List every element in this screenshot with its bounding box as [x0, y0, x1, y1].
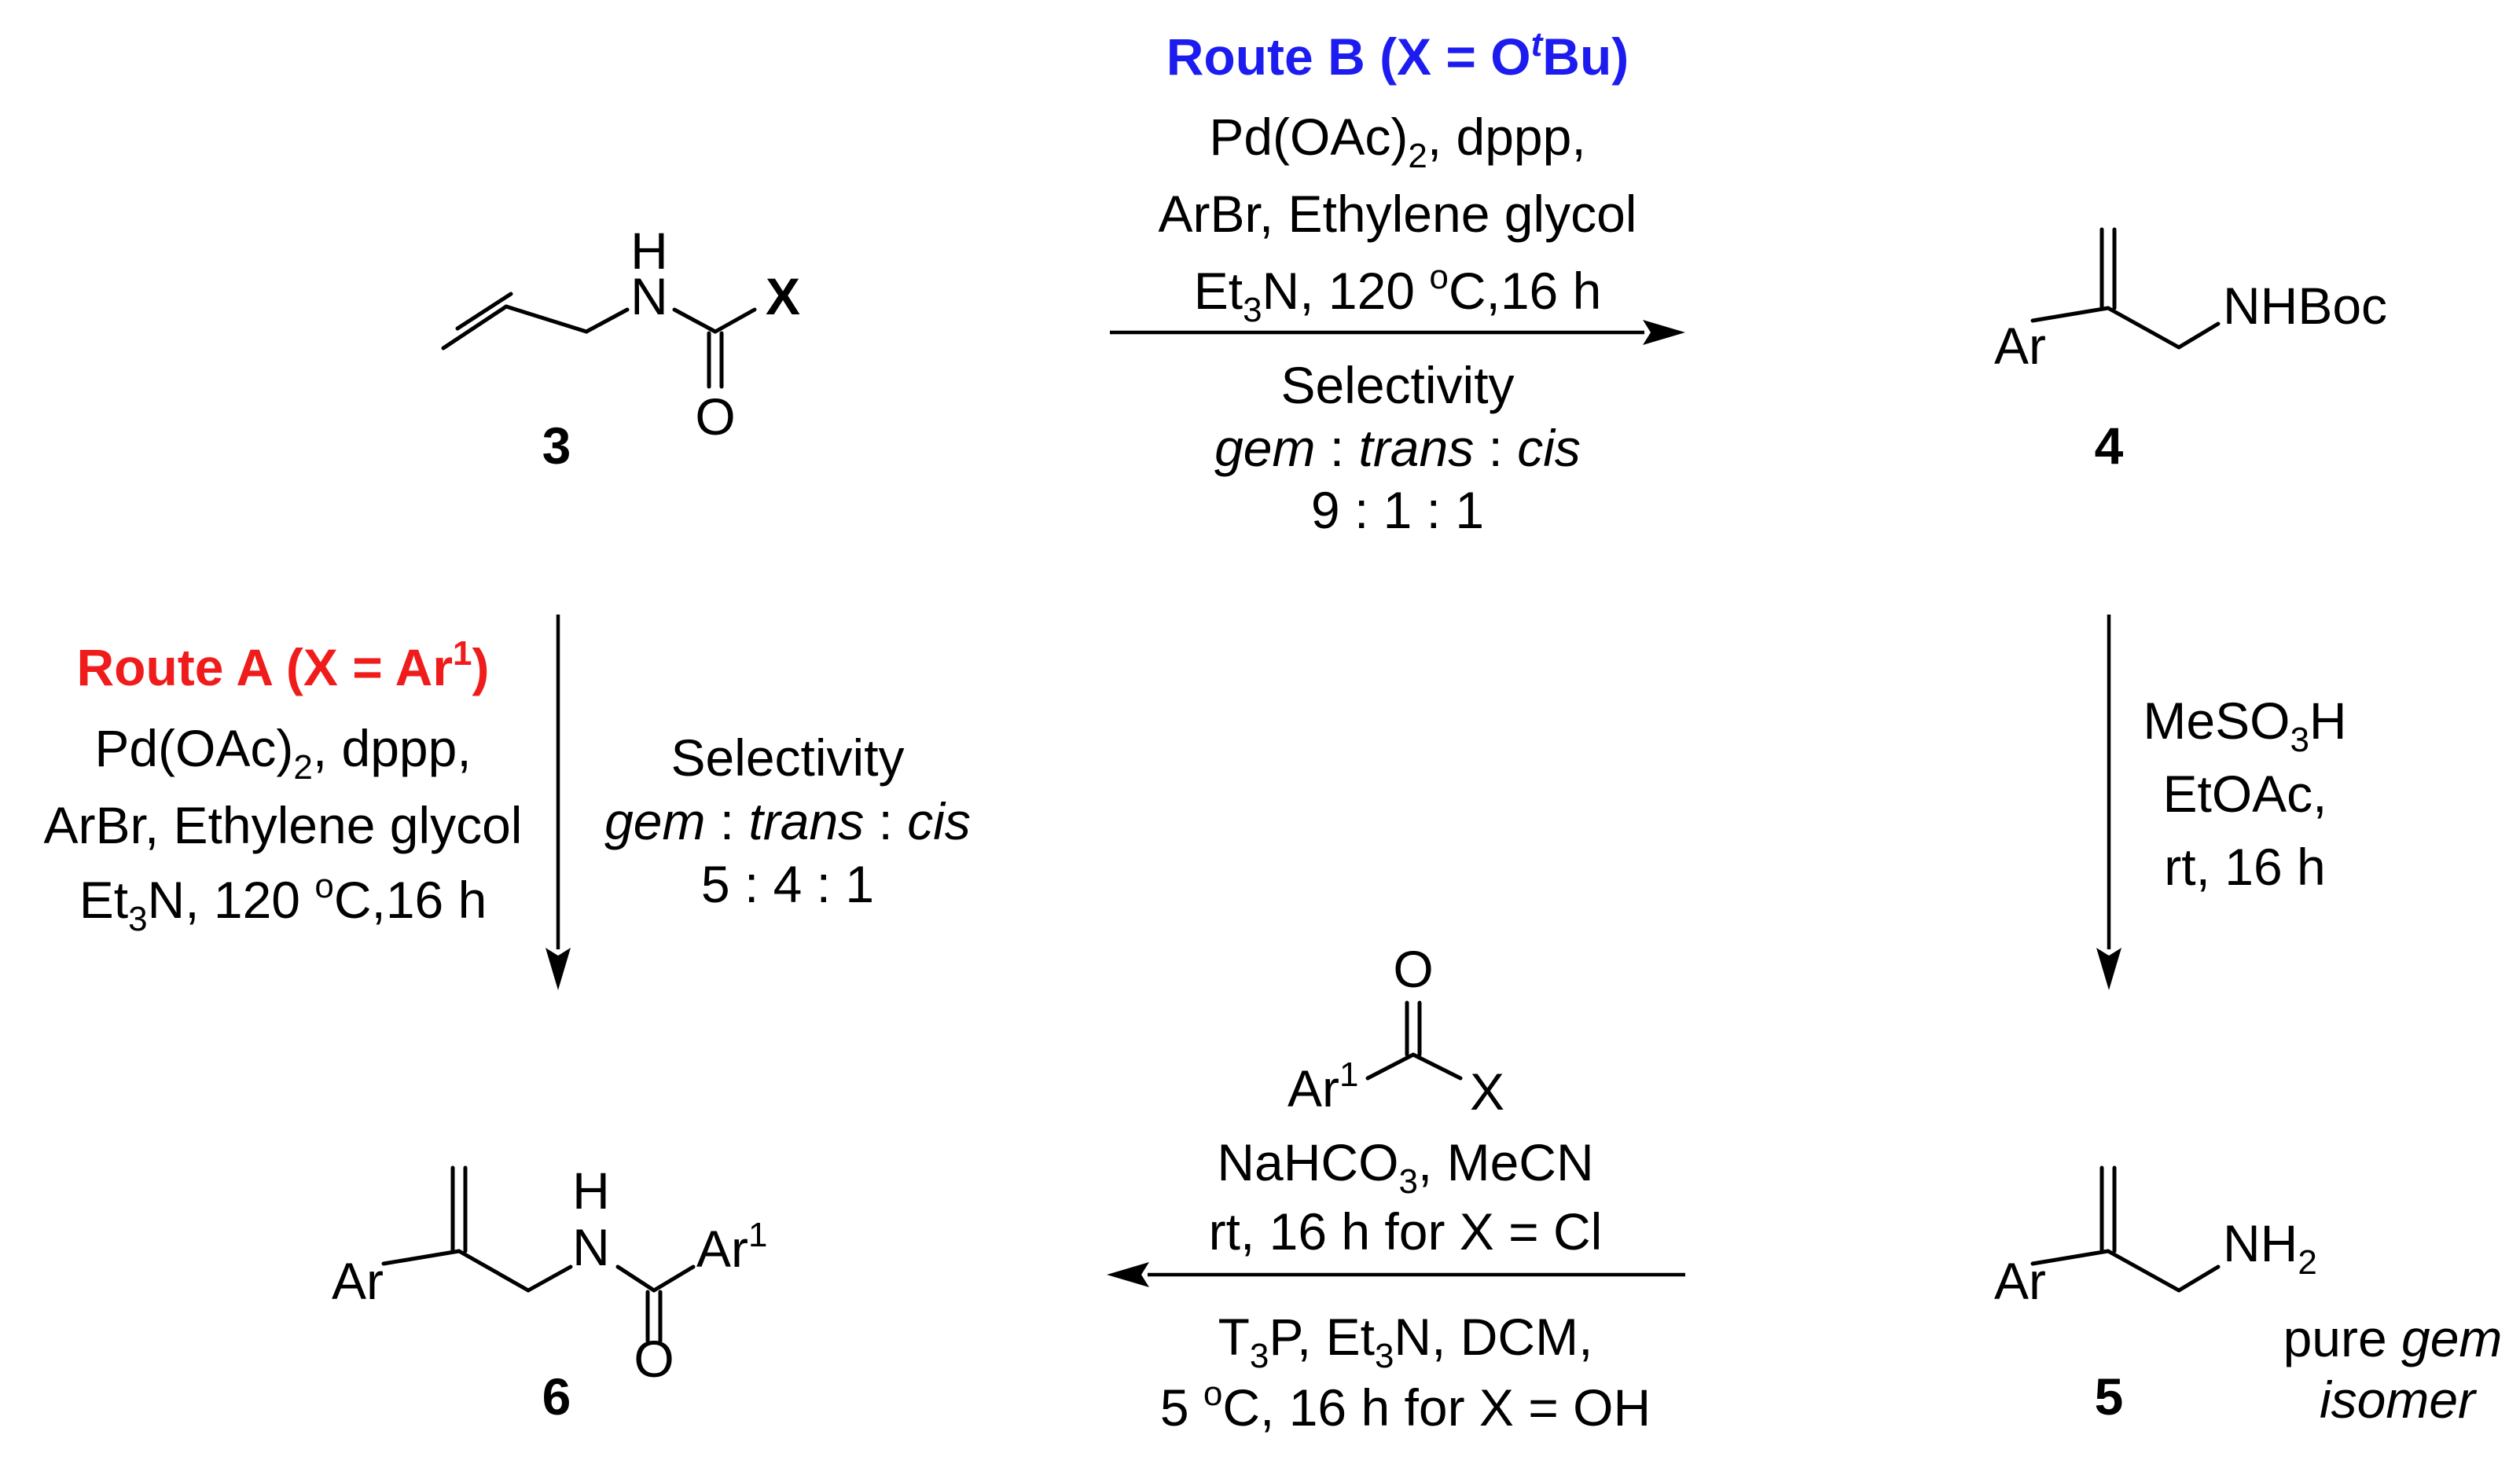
acyl-reagent-o: O [1393, 940, 1433, 998]
route-a: Route A (X = Ar1) Pd(OAc)2, dppp, ArBr, … [44, 615, 971, 990]
route-a-ratio: 5 : 4 : 1 [701, 855, 874, 913]
route-b: Route B (X = OtBu) Pd(OAc)2, dppp, ArBr,… [1110, 25, 1685, 539]
acyl-reagent-ar-bond [1365, 1052, 1416, 1081]
coupling: O Ar1 X NaHCO3, MeCN rt, 16 h for X = Cl… [1107, 940, 1685, 1437]
compound-3-label: 3 [542, 417, 571, 475]
route-b-cond-pd: Pd(OAc)2, dppp, [1209, 108, 1585, 175]
route-a-isomers: gem : trans : cis [604, 792, 971, 850]
route-b-isomers: gem : trans : cis [1214, 419, 1581, 477]
compound-5-label: 5 [2095, 1367, 2124, 1426]
compound-6-label: 6 [542, 1367, 571, 1426]
compound-3-x: X [766, 267, 800, 325]
route-b-cond-arbr: ArBr, Ethylene glycol [1159, 185, 1637, 243]
route-b-cond-et3n: Et3N, 120 oC,16 h [1194, 258, 1602, 329]
acyl-reagent: O Ar1 X [1288, 940, 1504, 1121]
compound-4-label: 4 [2095, 417, 2124, 475]
route-a-cond-pd: Pd(OAc)2, dppp, [94, 719, 471, 787]
compound-5-bonds [2030, 1165, 2221, 1293]
deprotection-time: rt, 16 h [2164, 838, 2325, 896]
compound-6-o: O [634, 1330, 674, 1388]
deprotection-arrowhead [2096, 948, 2121, 990]
compound-4: Ar NHBoc 4 [1994, 227, 2387, 475]
compound-5: Ar NH2 5 pure gem isomer [1994, 1165, 2503, 1429]
deprotection-acid: MeSO3H [2143, 692, 2346, 759]
acyl-reagent-ar1: Ar1 [1288, 1055, 1358, 1118]
compound-6-ar: Ar [332, 1252, 384, 1310]
acyl-reagent-x: X [1470, 1062, 1504, 1121]
compound-3-nh-h: H [630, 222, 668, 280]
compound-6-ar1: Ar1 [696, 1216, 767, 1278]
compound-4-nhboc: NHBoc [2223, 277, 2387, 335]
compound-6-nh-n: N [572, 1218, 610, 1276]
route-a-cond-et3n: Et3N, 120 oC,16 h [79, 867, 487, 938]
compound-5-note-line1: pure gem [2283, 1309, 2503, 1367]
coupling-cond-t3p: T3P, Et3N, DCM, [1218, 1308, 1593, 1375]
route-b-ratio: 9 : 1 : 1 [1311, 481, 1484, 539]
compound-6-bonds [381, 1165, 696, 1343]
coupling-cond-cl: rt, 16 h for X = Cl [1209, 1202, 1603, 1261]
compound-3-bonds [441, 292, 757, 389]
compound-6-nh-h: H [572, 1162, 610, 1220]
route-b-title: Route B (X = OtBu) [1166, 25, 1629, 86]
route-a-arrowhead [546, 948, 571, 990]
compound-5-note-line2: isomer [2320, 1371, 2478, 1429]
compound-3: H N X O 3 [441, 222, 800, 475]
compound-4-ar: Ar [1994, 317, 2046, 375]
coupling-cond-oh: 5 oC, 16 h for X = OH [1160, 1374, 1651, 1437]
route-a-cond-arbr: ArBr, Ethylene glycol [44, 796, 523, 854]
route-b-arrowhead [1643, 320, 1685, 345]
compound-3-o: O [695, 387, 735, 446]
deprotection-solvent: EtOAc, [2162, 765, 2327, 823]
compound-5-nh2: NH2 [2223, 1214, 2317, 1282]
deprotection: MeSO3H EtOAc, rt, 16 h [2096, 615, 2347, 990]
route-b-selectivity: Selectivity [1280, 356, 1514, 414]
compound-6: Ar H N Ar1 O 6 [332, 1162, 767, 1426]
coupling-base: NaHCO3, MeCN [1217, 1133, 1593, 1201]
route-a-selectivity: Selectivity [670, 728, 904, 787]
acyl-reagent-x-bond [1411, 1052, 1463, 1081]
compound-4-bonds [2030, 227, 2221, 350]
compound-3-nh-n: N [630, 267, 668, 325]
compound-5-ar: Ar [1994, 1252, 2046, 1310]
route-a-title: Route A (X = Ar1) [76, 634, 489, 696]
coupling-arrowhead [1107, 1262, 1149, 1287]
